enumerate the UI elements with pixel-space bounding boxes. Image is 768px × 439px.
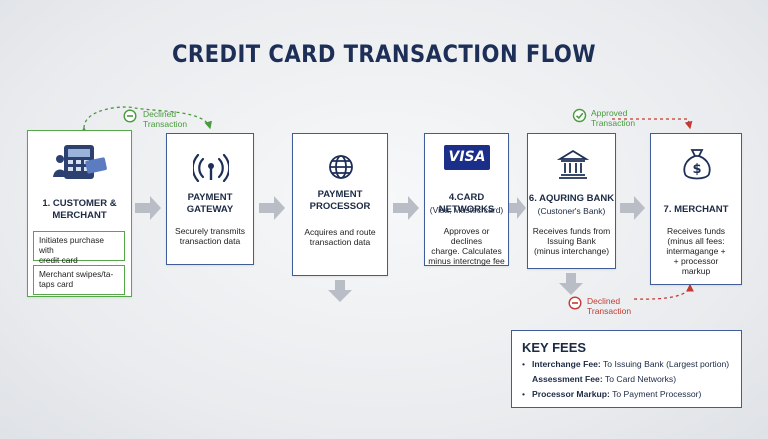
declined-label-top: Declined Transaction: [143, 109, 188, 129]
step-title: PAYMENT PROCESSOR: [309, 189, 371, 212]
step-payment-gateway: PAYMENT GATEWAY Securely transmits trans…: [166, 133, 254, 265]
fee-text: To Issuing Bank (Largest portion): [600, 359, 730, 369]
bank-icon: [557, 149, 589, 179]
key-fee-item: Assessment Fee: To Card Networks): [522, 374, 676, 385]
step-title: 7. MERCHANT: [663, 204, 729, 215]
key-fee-item: • Processor Markup: To Payment Processor): [522, 389, 701, 400]
step-title: 1. CUSTOMER & MERCHANT: [42, 198, 117, 221]
step-title: PAYMENT GATEWAY: [186, 192, 234, 215]
step-subtitle: (Visa, Mastecrcard): [429, 205, 504, 215]
payment-terminal-icon: [53, 145, 107, 179]
key-fee-item: • Interchange Fee: To Issuing Bank (Large…: [522, 359, 729, 370]
step-acquiring-bank: 6. AQURING BANK (Custoner's Bank) Receiv…: [527, 133, 616, 269]
declined-path-bottom: [633, 283, 694, 300]
fee-text: To Card Networks): [602, 374, 677, 384]
step-description: Receives funds (minus all fees: intermag…: [666, 226, 726, 276]
step-subtitle: (Custoner's Bank): [537, 206, 606, 216]
flow-arrow-1: [135, 196, 161, 220]
step-title: 4.CARD NETWORKS: [438, 192, 495, 215]
visa-logo: VISA: [444, 145, 490, 170]
down-arrow-bank: [559, 273, 583, 295]
bullet-icon: •: [522, 359, 526, 369]
fee-text: To Payment Processor): [609, 389, 702, 399]
step-card-networks: VISA 4.CARD NETWORKS (Visa, Mastecrcard)…: [424, 133, 509, 266]
step-description: Acquires and route transaction data: [304, 227, 376, 247]
flow-arrow-3: [393, 196, 419, 220]
minus-circle-icon: [568, 296, 582, 310]
flow-arrow-5: [620, 196, 645, 220]
step-description: Receives funds from Issuing Bank (minus …: [532, 226, 611, 256]
globe-icon: [329, 155, 353, 179]
key-fees-title: KEY FEES: [522, 340, 587, 355]
declined-loop-top: [80, 106, 213, 135]
key-fees-panel: KEY FEES • Interchange Fee: To Issuing Ba…: [511, 330, 742, 408]
fee-label: Processor Markup:: [532, 389, 610, 399]
flow-arrows: [135, 196, 645, 302]
flow-arrow-4: [509, 197, 526, 219]
approved-label: Approved Transaction: [591, 108, 636, 128]
step-payment-processor: PAYMENT PROCESSOR Acquires and route tra…: [292, 133, 388, 276]
fee-label: Interchange Fee:: [532, 359, 601, 369]
page-title: CREDIT CARD TRANSACTION FLOW: [171, 40, 597, 68]
wireless-signal-icon: [193, 153, 229, 182]
step-title: 6. AQURING BANK: [528, 193, 615, 204]
fee-label: Assessment Fee:: [532, 374, 603, 384]
minus-circle-icon: [123, 109, 137, 123]
money-bag-icon: $: [683, 149, 711, 180]
step-description: Securely transmits transaction data: [175, 226, 245, 246]
step-sub-initiates: Initiates purchase with credit card: [33, 231, 125, 265]
declined-label-bottom: Declined Transaction: [587, 296, 632, 316]
svg-text:$: $: [692, 162, 701, 177]
check-circle-icon: [572, 108, 587, 123]
flow-arrow-2: [259, 196, 285, 220]
step-merchant: $ 7. MERCHANT Receives funds (minus all …: [650, 133, 742, 285]
bullet-icon: •: [522, 389, 526, 399]
approved-path: [612, 118, 693, 130]
down-arrow-processor: [328, 280, 352, 302]
step-description: Approves or declines charge. Calculates …: [428, 226, 505, 266]
step-sub-merchant-swipes: Merchant swipes/ta- taps card: [33, 265, 125, 295]
